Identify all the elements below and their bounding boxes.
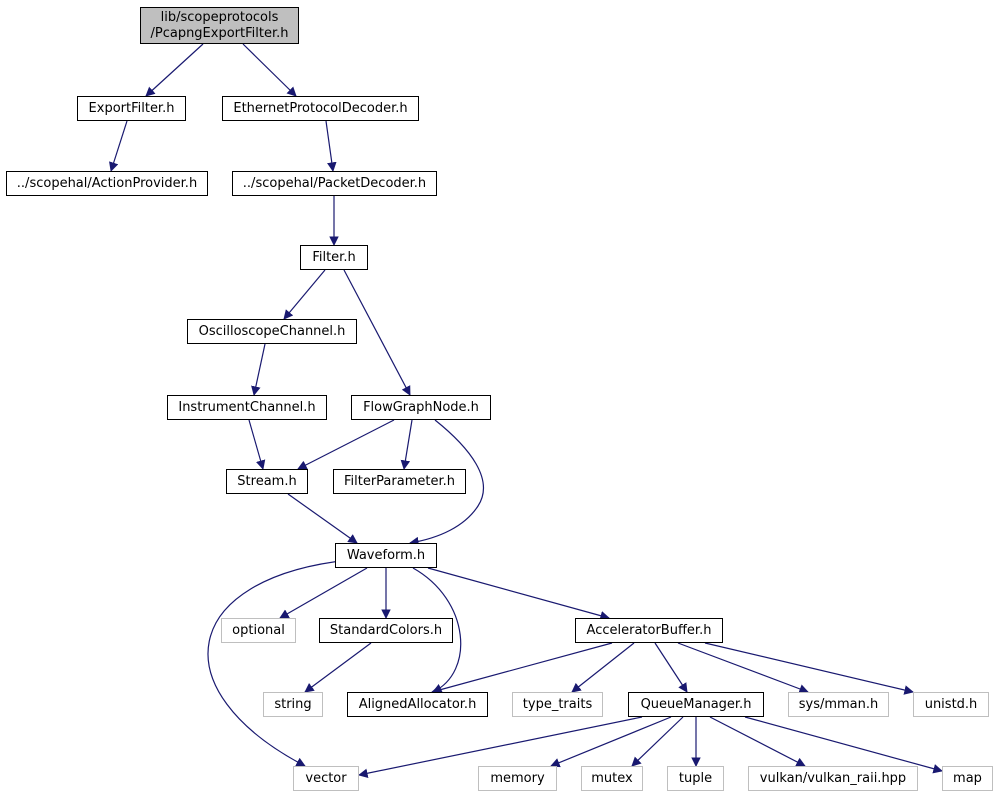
node-instrument-channel[interactable]: InstrumentChannel.h: [167, 395, 327, 420]
root-file-node: lib/scopeprotocols /PcapngExportFilter.h: [140, 7, 299, 44]
edge-waveform-to-aligned: [412, 567, 462, 693]
edge-flowgraph-to-stream: [297, 419, 395, 470]
node-map: map: [942, 766, 993, 791]
node-oscilloscope-channel[interactable]: OscilloscopeChannel.h: [187, 319, 357, 344]
node-vector: vector: [293, 766, 359, 791]
root-file-path-line2: /PcapngExportFilter.h: [150, 25, 289, 41]
node-ethernet-protocol-decoder[interactable]: EthernetProtocolDecoder.h: [222, 96, 419, 121]
edge-oscchannel-to-instchannel: [251, 343, 266, 396]
node-type-traits: type_traits: [512, 692, 603, 717]
edge-queuemgr-to-vector: [358, 716, 643, 778]
edge-filter-to-oscchannel: [283, 269, 326, 320]
edge-stream-to-waveform: [287, 493, 358, 544]
edge-exportfilter-to-action: [109, 120, 128, 172]
node-queue-manager[interactable]: QueueManager.h: [628, 692, 764, 717]
node-filter[interactable]: Filter.h: [300, 245, 368, 270]
edge-accelbuf-to-unistd: [704, 642, 914, 695]
root-file-path-line1: lib/scopeprotocols: [160, 9, 279, 25]
edge-flowgraph-to-waveform: [409, 419, 484, 547]
node-tuple: tuple: [667, 766, 724, 791]
node-vulkan-raii: vulkan/vulkan_raii.hpp: [748, 766, 918, 791]
node-sys-mman: sys/mman.h: [788, 692, 889, 717]
edge-queuemgr-to-mutex: [631, 716, 684, 767]
edge-accelbuf-to-aligned: [431, 642, 613, 695]
node-accelerator-buffer[interactable]: AcceleratorBuffer.h: [575, 618, 723, 643]
node-stream[interactable]: Stream.h: [226, 469, 308, 494]
edge-accelbuf-to-queuemgr: [654, 642, 688, 693]
edge-accelbuf-to-typetraits: [571, 642, 635, 693]
node-filter-parameter[interactable]: FilterParameter.h: [333, 469, 466, 494]
node-packet-decoder[interactable]: ../scopehal/PacketDecoder.h: [232, 171, 437, 196]
edge-filter-to-flowgraph: [343, 269, 411, 396]
node-mutex: mutex: [581, 766, 643, 791]
node-flow-graph-node[interactable]: FlowGraphNode.h: [351, 395, 491, 420]
edge-root-to-exportfilter: [145, 43, 204, 97]
edge-queuemgr-to-map: [744, 716, 943, 774]
node-unistd: unistd.h: [913, 692, 989, 717]
edge-waveform-to-vector: [207, 559, 350, 767]
edge-instchannel-to-stream: [248, 419, 266, 470]
node-optional: optional: [221, 618, 296, 643]
node-action-provider[interactable]: ../scopehal/ActionProvider.h: [6, 171, 208, 196]
edge-waveform-to-accelbuf: [427, 567, 610, 621]
edge-root-to-ethernet: [242, 43, 297, 97]
edge-queuemgr-to-memory: [550, 716, 672, 768]
node-waveform[interactable]: Waveform.h: [335, 543, 437, 568]
node-aligned-allocator[interactable]: AlignedAllocator.h: [347, 692, 488, 717]
node-standard-colors[interactable]: StandardColors.h: [319, 618, 453, 643]
edge-stdcolors-to-string: [304, 642, 372, 693]
edge-flowgraph-to-filterparam: [400, 419, 413, 470]
edge-accelbuf-to-sysmman: [677, 642, 809, 694]
edge-ethernet-to-packetdecoder: [325, 120, 337, 172]
edge-queuemgr-to-vulkan: [709, 716, 806, 767]
node-memory: memory: [478, 766, 557, 791]
node-string: string: [263, 692, 323, 717]
node-export-filter[interactable]: ExportFilter.h: [77, 96, 186, 121]
edge-waveform-to-optional: [279, 567, 368, 619]
